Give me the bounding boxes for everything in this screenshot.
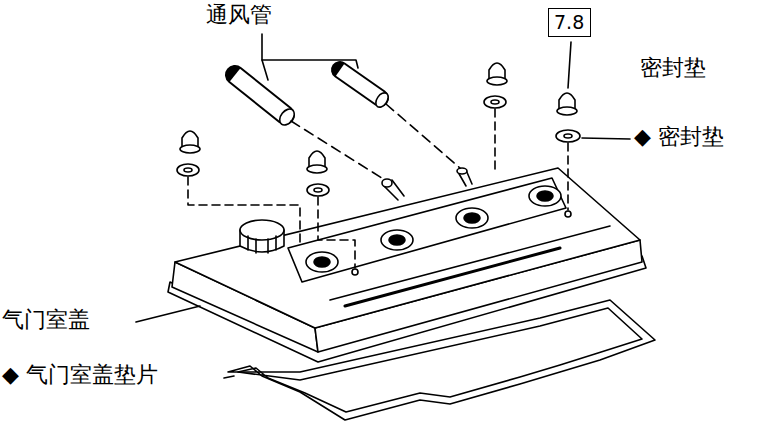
nuts-washers [177, 63, 580, 196]
part-label: ◆ 密封垫 [634, 124, 724, 150]
leader-lines [136, 34, 630, 378]
part-label: ◆ 气门室盖垫片 [2, 362, 158, 388]
torque-box: 7.8 [548, 8, 591, 37]
assembly-lines [188, 109, 568, 268]
vent-hoses [235, 70, 460, 180]
torque-value: 7.8 [554, 10, 585, 35]
part-label: 通风管 [206, 2, 272, 28]
valve-cover-drawing [168, 168, 646, 362]
part-label: 密封垫 [640, 55, 706, 81]
part-label: 气门室盖 [2, 307, 90, 333]
